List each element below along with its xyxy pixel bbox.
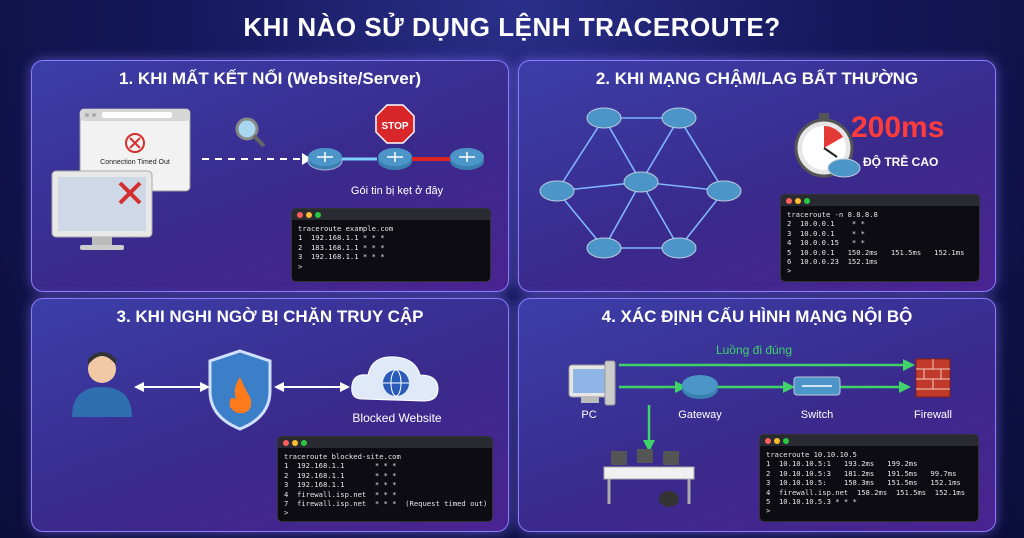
latency-label: ĐỘ TRỄ CAO bbox=[863, 155, 939, 169]
panel-title: 2. KHI MẠNG CHẬM/LAG BẤT THƯỜNG bbox=[595, 69, 919, 88]
terminal-line: 1 192.168.1.1 * * * bbox=[298, 233, 385, 243]
panel-title: 1. KHI MẤT KẾT NỐI (Website/Server) bbox=[119, 69, 421, 88]
node-label-gateway: Gateway bbox=[678, 409, 722, 421]
terminal-line: traceroute 10.10.10.5 bbox=[766, 450, 857, 459]
user-icon bbox=[72, 352, 132, 417]
terminal-prompt: > bbox=[766, 506, 771, 516]
terminal-line: 3 10.10.10.5: 158.3ms 151.5ms 152.1ms bbox=[766, 478, 961, 488]
router-icon bbox=[827, 158, 861, 178]
terminal-line: 2 183.168.1.1 * * * bbox=[298, 242, 385, 252]
router-icon-1 bbox=[307, 148, 343, 171]
terminal-line: 3 10.0.0.1 * * bbox=[787, 228, 865, 238]
panel4-illustration bbox=[568, 358, 951, 507]
page-title: KHI NÀO SỬ DỤNG LỆNH TRACEROUTE? bbox=[243, 12, 781, 42]
browser-window-icon bbox=[79, 108, 191, 192]
panel1-illustration: STOP bbox=[51, 104, 484, 250]
mesh-network-diagram bbox=[539, 107, 861, 259]
panel-access-blocked: 3. KHI NGHI NGỜ BỊ CHẶN TRUY CẬP Blocked… bbox=[31, 298, 509, 532]
terminal-line: 2 192.168.1.1 * * * bbox=[284, 470, 397, 480]
terminal-line: 4 firewall.isp.net 158.2ms 151.5ms 152.1… bbox=[766, 487, 966, 497]
monitor-icon bbox=[51, 170, 153, 250]
panel-connection-lost: 1. KHI MẤT KẾT NỐI (Website/Server) bbox=[31, 60, 509, 292]
correct-path-label: Luồng đi đúng bbox=[715, 343, 793, 357]
router-icon-3 bbox=[450, 148, 484, 170]
terminal-line: 7 firewall.isp.net * * * (Request timed … bbox=[284, 499, 488, 509]
router-icon bbox=[539, 107, 742, 259]
gateway-router-icon bbox=[682, 375, 718, 399]
panel3-illustration bbox=[72, 349, 439, 431]
firewall-icon bbox=[915, 358, 951, 398]
panel-title: 3. KHI NGHI NGỜ BỊ CHẶN TRUY CẬP bbox=[116, 307, 424, 326]
node-label-firewall: Firewall bbox=[914, 409, 952, 421]
terminal-line: 3 192.168.1.1 * * * bbox=[284, 480, 397, 490]
magnifier-icon bbox=[235, 117, 266, 148]
latency-value: 200ms bbox=[851, 111, 945, 144]
stop-sign-icon: STOP bbox=[375, 104, 415, 144]
cloud-globe-icon bbox=[351, 356, 439, 402]
terminal-line: 2 10.10.10.5:3 181.2ms 191.5ms 99.7ms bbox=[766, 468, 957, 478]
terminal-prompt: > bbox=[284, 508, 289, 518]
terminal-line: 1 192.168.1.1 * * * bbox=[284, 461, 397, 471]
node-label-pc: PC bbox=[581, 409, 597, 421]
panel-internal-network: 4. XÁC ĐỊNH CẤU HÌNH MẠNG NỘI BỘ bbox=[518, 298, 996, 532]
terminal-line: traceroute blocked-site.com bbox=[284, 452, 401, 461]
terminal-prompt: > bbox=[787, 266, 792, 276]
terminal-line: 3 192.168.1.1 * * * bbox=[298, 252, 385, 262]
router-icon-2 bbox=[378, 148, 412, 170]
terminal-line: 5 10.0.0.1 150.2ms 151.5ms 152.1ms bbox=[787, 247, 965, 257]
terminal-prompt: > bbox=[298, 261, 303, 271]
terminal-line: 4 firewall.isp.net * * * bbox=[284, 489, 397, 499]
node-label-switch: Switch bbox=[800, 409, 834, 421]
panel-title: 4. XÁC ĐỊNH CẤU HÌNH MẠNG NỘI BỘ bbox=[601, 307, 913, 326]
terminal-line: traceroute example.com bbox=[298, 224, 394, 233]
terminal-line: 6 10.0.0.23 152.1ms bbox=[787, 257, 878, 267]
terminal-line: 2 10.0.0.1 * * bbox=[787, 219, 865, 229]
browser-error-text: Connection Timed Out bbox=[100, 159, 170, 166]
switch-icon bbox=[793, 376, 841, 396]
office-desks-icon bbox=[603, 449, 695, 507]
pc-icon bbox=[568, 360, 616, 406]
shield-firewall-icon bbox=[208, 349, 272, 431]
stop-text: STOP bbox=[381, 121, 408, 132]
terminal-line: 5 10.10.10.5.3 * * * bbox=[766, 497, 857, 507]
terminal-line: 1 10.10.10.5:1 193.2ms 199.2ms bbox=[766, 459, 918, 469]
panel-slow-network: 2. KHI MẠNG CHẬM/LAG BẤT THƯỜNG 200ms ĐỘ… bbox=[518, 60, 996, 292]
terminal-line: 4 10.0.0.15 * * bbox=[787, 238, 865, 248]
stuck-packet-caption: Gói tin bị kẹt ở đây bbox=[350, 185, 444, 197]
blocked-website-label: Blocked Website bbox=[352, 411, 442, 425]
terminal-line: traceroute -n 8.8.8.8 bbox=[787, 210, 878, 219]
